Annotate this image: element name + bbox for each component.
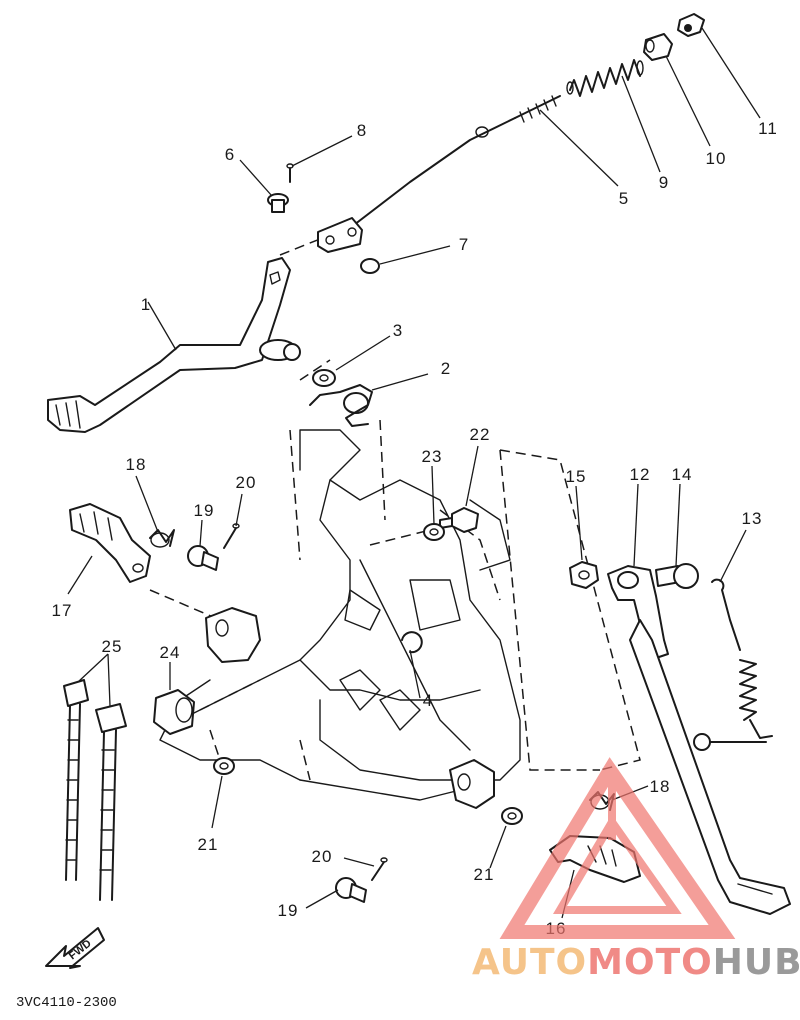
callout-20-left: 20 (236, 473, 257, 492)
footrest-right (549, 835, 641, 883)
watermark-auto: AUTO (472, 942, 587, 983)
callout-18-right: 18 (650, 777, 671, 796)
callout-24: 24 (160, 643, 181, 662)
cable-tie-2 (95, 703, 127, 901)
footrest-left (69, 503, 151, 583)
frame-outline (149, 234, 641, 801)
callout-labels: 1 2 3 4 5 6 7 8 9 10 11 12 13 14 15 16 1… (52, 119, 778, 938)
brake-rod (349, 95, 561, 229)
sidestand-bracket (607, 565, 669, 659)
callout-5: 5 (619, 189, 629, 208)
callout-10: 10 (706, 149, 727, 168)
callout-25: 25 (102, 637, 123, 656)
callout-3: 3 (393, 321, 403, 340)
nut-7 (360, 258, 380, 274)
callout-11: 11 (758, 119, 778, 138)
watermark-logo (499, 757, 736, 939)
watermark-hub: HUB (713, 942, 800, 983)
watermark-moto: MOTO (587, 942, 713, 983)
footrest-spring-left (149, 529, 175, 548)
callout-19-left: 19 (194, 501, 215, 520)
callout-20-right: 20 (312, 847, 333, 866)
footrest-bracket-left (205, 607, 261, 663)
nut-23 (423, 523, 445, 541)
collar (153, 689, 195, 735)
callout-18-left: 18 (126, 455, 147, 474)
brake-pedal (47, 257, 301, 433)
footrest-bracket-right (449, 759, 495, 809)
footrest-cotter-right (371, 857, 388, 881)
sidestand-bolt (655, 563, 699, 589)
callout-14: 14 (672, 465, 693, 484)
pedal-spring (309, 384, 373, 427)
cotter-pin (286, 163, 294, 183)
washer-left (213, 757, 235, 775)
sidestand-spring (693, 578, 773, 751)
watermark-text: AUTOMOTOHUB (472, 942, 800, 983)
wing-nut (677, 13, 705, 37)
footrest-pin-right (335, 877, 367, 903)
joint (643, 33, 673, 61)
callout-7: 7 (459, 235, 469, 254)
callout-4: 4 (423, 691, 433, 710)
callout-8: 8 (357, 121, 367, 140)
callout-21-left: 21 (198, 835, 219, 854)
watermark-triangle-inner (552, 814, 682, 914)
callout-22: 22 (470, 425, 491, 444)
callout-19-right: 19 (278, 901, 299, 920)
footrest-pin-left (187, 545, 219, 571)
circlip (401, 631, 423, 654)
callout-15: 15 (566, 467, 587, 486)
callout-1: 1 (141, 295, 151, 314)
callout-13: 13 (742, 509, 763, 528)
callout-9: 9 (659, 173, 669, 192)
footrest-cotter-left (223, 523, 240, 549)
clevis-pin (267, 193, 289, 213)
callout-21-right: 21 (474, 865, 495, 884)
watermark-triangle (499, 757, 736, 939)
sidestand (629, 619, 791, 915)
callout-17: 17 (52, 601, 73, 620)
callout-2: 2 (441, 359, 451, 378)
fwd-arrow: FWD (45, 927, 105, 969)
washer (312, 369, 336, 387)
nut-15 (569, 561, 599, 589)
clevis (317, 217, 363, 253)
callout-12: 12 (630, 465, 651, 484)
washer-right (501, 807, 523, 825)
callout-23: 23 (422, 447, 443, 466)
cable-tie-1 (63, 679, 89, 881)
part-code: 3VC4110-2300 (16, 995, 117, 1011)
rod-spring (566, 59, 644, 97)
callout-6: 6 (225, 145, 235, 164)
